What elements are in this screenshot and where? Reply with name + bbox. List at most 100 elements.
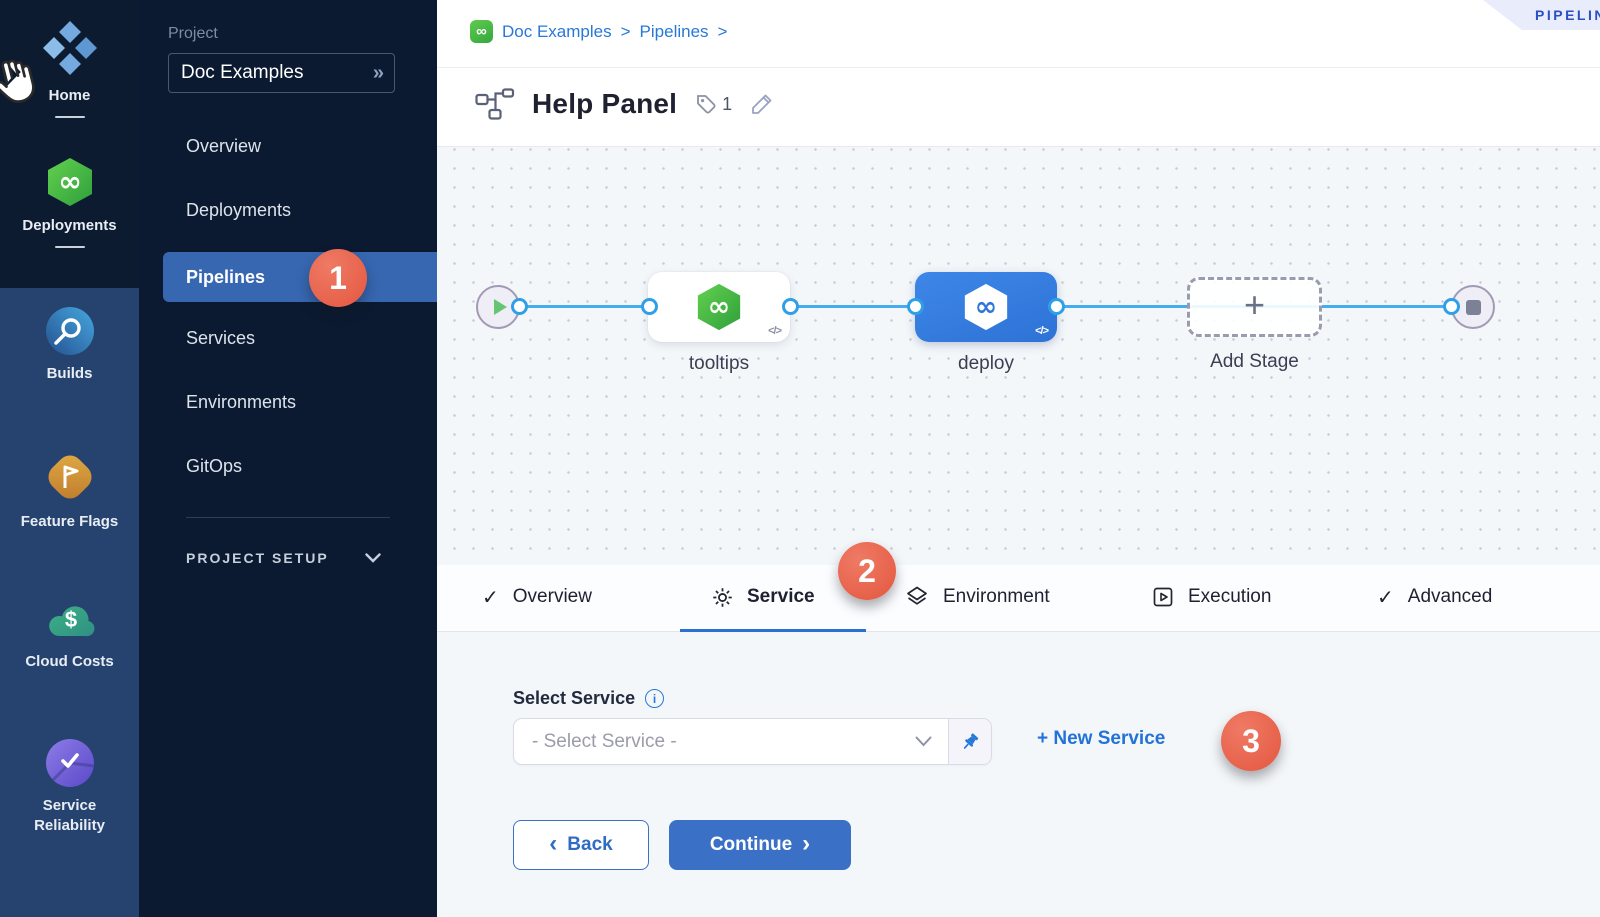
sidebar-item-label: Deployments	[22, 217, 117, 234]
module-nav: Home ∞ Deployments Builds	[0, 0, 139, 917]
select-service-dropdown[interactable]: - Select Service -	[513, 718, 992, 765]
info-icon[interactable]: i	[645, 689, 665, 708]
harness-project-icon: ∞	[470, 20, 493, 43]
chevron-right-icon: ›	[802, 830, 811, 857]
annotation-step-2-badge: 2	[838, 542, 896, 600]
sidebar-item-feature-flags[interactable]: Feature Flags	[0, 450, 139, 532]
tab-label: Execution	[1188, 586, 1272, 607]
tags-indicator[interactable]: 1	[694, 92, 732, 116]
breadcrumb-separator: >	[717, 21, 728, 41]
harness-cd-stage-icon-selected: ∞	[964, 283, 1008, 331]
project-selector[interactable]: Doc Examples »	[168, 53, 395, 93]
project-setup-toggle[interactable]: PROJECT SETUP	[186, 550, 381, 566]
pin-runtime-input-button[interactable]	[948, 719, 991, 764]
pipeline-canvas[interactable]: ∞ </> ∞ </> + tooltips deploy Add Stage	[437, 147, 1600, 565]
add-stage-button[interactable]: +	[1187, 277, 1322, 337]
svg-text:$: $	[64, 607, 76, 632]
play-icon	[494, 299, 507, 315]
svg-text:∞: ∞	[975, 292, 997, 323]
connector-port[interactable]	[1048, 298, 1065, 315]
stop-icon	[1466, 300, 1481, 315]
sidebar-item-label: Builds	[46, 365, 93, 382]
stage-node-deploy[interactable]: ∞ </>	[915, 272, 1057, 342]
service-config-panel: Select Service i - Select Service -	[437, 632, 1600, 917]
cloud-costs-icon: $	[48, 606, 94, 637]
edit-pencil-icon[interactable]	[749, 91, 775, 117]
stage-label: deploy	[958, 353, 1014, 374]
breadcrumb-link-project[interactable]: Doc Examples	[502, 21, 612, 41]
pipeline-flowchart-icon	[475, 88, 515, 120]
sidebar-item-label: Overview	[186, 135, 262, 156]
pipeline-title-bar: Help Panel 1 VISUAL	[437, 68, 1600, 189]
gear-icon	[713, 587, 732, 607]
breadcrumb: ∞ Doc Examples > Pipelines >	[470, 20, 727, 43]
breadcrumb-link-pipelines[interactable]: Pipelines	[639, 21, 709, 41]
tab-label: Service	[747, 586, 815, 607]
tab-execution[interactable]: Execution	[1152, 565, 1271, 629]
sidebar-item-label: Deployments	[186, 199, 292, 220]
new-service-link[interactable]: + New Service	[1037, 728, 1166, 749]
sidebar-item-label: Services	[186, 327, 256, 348]
select-service-label-row: Select Service i	[513, 688, 665, 709]
sidebar-divider	[186, 517, 390, 518]
sidebar-item-pipelines[interactable]: Pipelines	[163, 252, 437, 302]
tab-label: Advanced	[1407, 586, 1493, 607]
sidebar-item-cloud-costs[interactable]: $ Cloud Costs	[0, 594, 139, 672]
project-setup-label: PROJECT SETUP	[186, 550, 329, 566]
sidebar-item-builds[interactable]: Builds	[0, 306, 139, 384]
check-icon: ✓	[1377, 586, 1394, 609]
tag-count: 1	[722, 93, 733, 114]
annotation-step-1-badge: 1	[309, 249, 367, 307]
active-tab-underline	[680, 629, 866, 632]
svg-text:∞: ∞	[708, 292, 730, 323]
sidebar-item-home[interactable]: Home	[0, 20, 139, 118]
breadcrumb-bar: ∞ Doc Examples > Pipelines > PIPELIN	[437, 0, 1600, 68]
pin-icon	[963, 732, 979, 749]
sidebar-item-services[interactable]: Services	[139, 313, 437, 363]
tab-advanced[interactable]: ✓ Advanced	[1377, 565, 1492, 629]
connector-port[interactable]	[782, 298, 799, 315]
expand-chevrons-icon: »	[372, 61, 384, 84]
plus-icon: +	[1243, 284, 1266, 325]
harness-home-icon	[42, 21, 97, 75]
check-icon: ✓	[482, 586, 499, 609]
connector-port[interactable]	[511, 298, 528, 315]
svg-text:∞: ∞	[58, 165, 81, 198]
continue-button-label: Continue	[709, 834, 793, 855]
connector-port[interactable]	[1443, 298, 1460, 315]
chevron-left-icon: ‹	[549, 830, 558, 857]
tab-overview[interactable]: ✓ Overview	[482, 565, 592, 629]
service-reliability-icon	[45, 739, 94, 787]
tab-service[interactable]: Service	[712, 565, 815, 629]
connector-port[interactable]	[641, 298, 658, 315]
deployments-icon: ∞	[47, 158, 92, 206]
active-module-underline	[54, 115, 85, 118]
breadcrumb-separator: >	[620, 21, 631, 41]
sidebar-item-deployments-project[interactable]: Deployments	[139, 185, 437, 235]
code-icon: </>	[768, 325, 782, 337]
sidebar-item-environments[interactable]: Environments	[139, 377, 437, 427]
sidebar-item-label: Feature Flags	[20, 513, 119, 530]
sidebar-item-label: Environments	[186, 391, 297, 412]
select-service-dropdown-value[interactable]: - Select Service -	[514, 719, 948, 764]
sidebar-item-deployments[interactable]: ∞ Deployments	[0, 156, 139, 248]
page-title: Help Panel	[532, 88, 678, 119]
sidebar-item-overview[interactable]: Overview	[139, 121, 437, 171]
connector-port[interactable]	[907, 298, 924, 315]
main-content: ∞ Doc Examples > Pipelines > PIPELIN	[437, 0, 1600, 917]
continue-button[interactable]: Continue ›	[669, 820, 851, 870]
back-button-label: Back	[567, 834, 613, 855]
stage-node-tooltips[interactable]: ∞ </>	[648, 272, 790, 342]
play-square-icon	[1153, 587, 1173, 607]
module-nav-lower-section	[0, 288, 139, 917]
active-module-underline	[54, 245, 85, 248]
project-selector-value: Doc Examples	[181, 62, 304, 83]
stage-config-tabs: ✓ Overview Service	[437, 565, 1600, 632]
sidebar-item-service-reliability[interactable]: Service Reliability	[0, 738, 139, 835]
back-button[interactable]: ‹ Back	[513, 820, 649, 870]
harness-cd-stage-icon: ∞	[697, 283, 741, 331]
sidebar-item-gitops[interactable]: GitOps	[139, 441, 437, 491]
feature-flags-icon	[48, 455, 91, 499]
tab-environment[interactable]: Environment	[905, 565, 1050, 629]
